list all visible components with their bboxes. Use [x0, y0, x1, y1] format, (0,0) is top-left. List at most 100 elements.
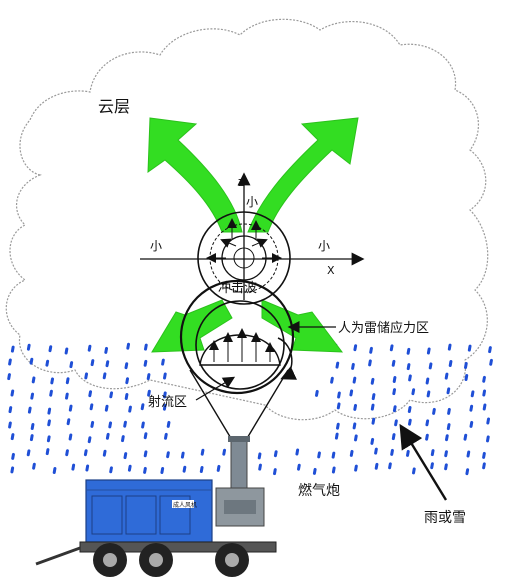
- rain-drop: [104, 346, 109, 354]
- rain-drop: [464, 374, 469, 381]
- rain-drop: [469, 404, 474, 412]
- rain-drop: [162, 403, 167, 411]
- rain-drop: [336, 422, 340, 430]
- rain-drop: [392, 388, 397, 396]
- funnel-left: [189, 369, 233, 441]
- rain-drop: [331, 466, 336, 474]
- small-label-left: 小: [150, 239, 162, 253]
- rain-drop: [87, 436, 92, 444]
- rain-drop: [388, 462, 392, 470]
- rain-drop: [447, 407, 451, 415]
- rain-drop: [391, 433, 396, 441]
- rain-drop: [52, 467, 57, 474]
- rain-drop: [65, 449, 69, 457]
- rain-drop: [166, 420, 171, 428]
- rain-drop: [317, 451, 321, 459]
- rain-drop: [121, 435, 125, 443]
- rain-drop: [124, 393, 129, 400]
- rain-drop: [90, 359, 95, 367]
- rain-drop: [351, 362, 355, 370]
- rain-drop: [331, 451, 336, 459]
- rain-drop: [26, 449, 31, 457]
- rain-drop: [370, 437, 375, 445]
- rain-drop: [147, 389, 151, 397]
- rain-drop: [10, 433, 15, 441]
- rain-drop: [143, 466, 147, 474]
- rain-drop: [370, 403, 375, 411]
- rain-drop: [257, 452, 262, 460]
- rain-drop: [312, 467, 317, 475]
- rain-drop: [65, 377, 70, 385]
- rain-drop: [125, 377, 130, 385]
- rain-drop: [109, 466, 113, 474]
- jet-zone-label: 射流区: [148, 394, 187, 410]
- rain-drop: [349, 389, 354, 397]
- stress-zone: [179, 279, 298, 441]
- small-label-top: 小: [246, 195, 258, 209]
- cloud-outline: [5, 18, 489, 421]
- shockwave-label: 冲击波: [218, 281, 257, 296]
- rain-drop: [45, 448, 50, 456]
- rain-drop: [109, 391, 114, 399]
- shock-ring-core: [233, 247, 255, 269]
- rain-drop: [47, 419, 51, 427]
- rain-drop: [486, 435, 490, 443]
- rain-drop: [161, 358, 165, 366]
- rain-drop: [48, 345, 53, 353]
- rain-drop: [369, 346, 373, 354]
- x-axis-label: X: [327, 264, 335, 277]
- rain-drop: [71, 463, 76, 471]
- funnel-right: [245, 369, 289, 441]
- rain-drop: [334, 432, 339, 440]
- rain-drop: [406, 347, 411, 355]
- rain-drop: [143, 359, 148, 367]
- rain-drop: [30, 392, 35, 400]
- rain-drop: [406, 363, 411, 371]
- rain-drop: [46, 435, 51, 443]
- rain-drop: [482, 403, 487, 411]
- rain-drop: [430, 449, 435, 457]
- rain-drop: [446, 423, 451, 431]
- rain-drop: [467, 344, 472, 352]
- z-axis-label: Z: [238, 178, 245, 189]
- rain-drop: [482, 375, 486, 383]
- rain-drop: [425, 433, 429, 441]
- rain-drop: [258, 463, 262, 471]
- storage-zone-label: 人为雷储应力区: [338, 320, 429, 336]
- rain-drop: [353, 403, 358, 411]
- rain-drop: [10, 466, 15, 474]
- truck-wheels: [93, 543, 249, 577]
- rain-drop: [466, 450, 471, 458]
- rain-drop: [216, 464, 221, 472]
- rain-drop: [447, 343, 452, 351]
- rain-drop: [50, 377, 55, 385]
- rain-drop: [408, 418, 412, 426]
- rain-drop: [26, 343, 31, 351]
- storage-zone-outer: [179, 279, 295, 395]
- rain-drop: [353, 344, 358, 352]
- rain-drop: [29, 357, 34, 365]
- rain-drop: [337, 391, 341, 399]
- rain-drop: [297, 463, 301, 471]
- rain-drop: [486, 417, 491, 425]
- rain-drop: [11, 452, 15, 460]
- green-arrows: [147, 117, 359, 353]
- rain-drop: [105, 432, 110, 440]
- rain-drop: [160, 467, 165, 474]
- rain-drop: [371, 417, 376, 425]
- rain-drop: [448, 360, 453, 367]
- rain-drop: [146, 373, 151, 381]
- rain-snow-arrow: [399, 423, 448, 501]
- rain-drop: [89, 403, 94, 411]
- green-arrow-down-left: [151, 299, 233, 353]
- rain-drop: [392, 405, 397, 413]
- shockwave-rings: [197, 211, 291, 305]
- rain-drop: [222, 448, 227, 456]
- storage-zone-inner: [195, 300, 285, 390]
- rain-drops: [7, 342, 493, 476]
- rain-drop: [68, 404, 73, 412]
- rain-drop: [8, 358, 12, 366]
- rain-drop: [354, 464, 358, 472]
- rain-drop: [444, 463, 448, 471]
